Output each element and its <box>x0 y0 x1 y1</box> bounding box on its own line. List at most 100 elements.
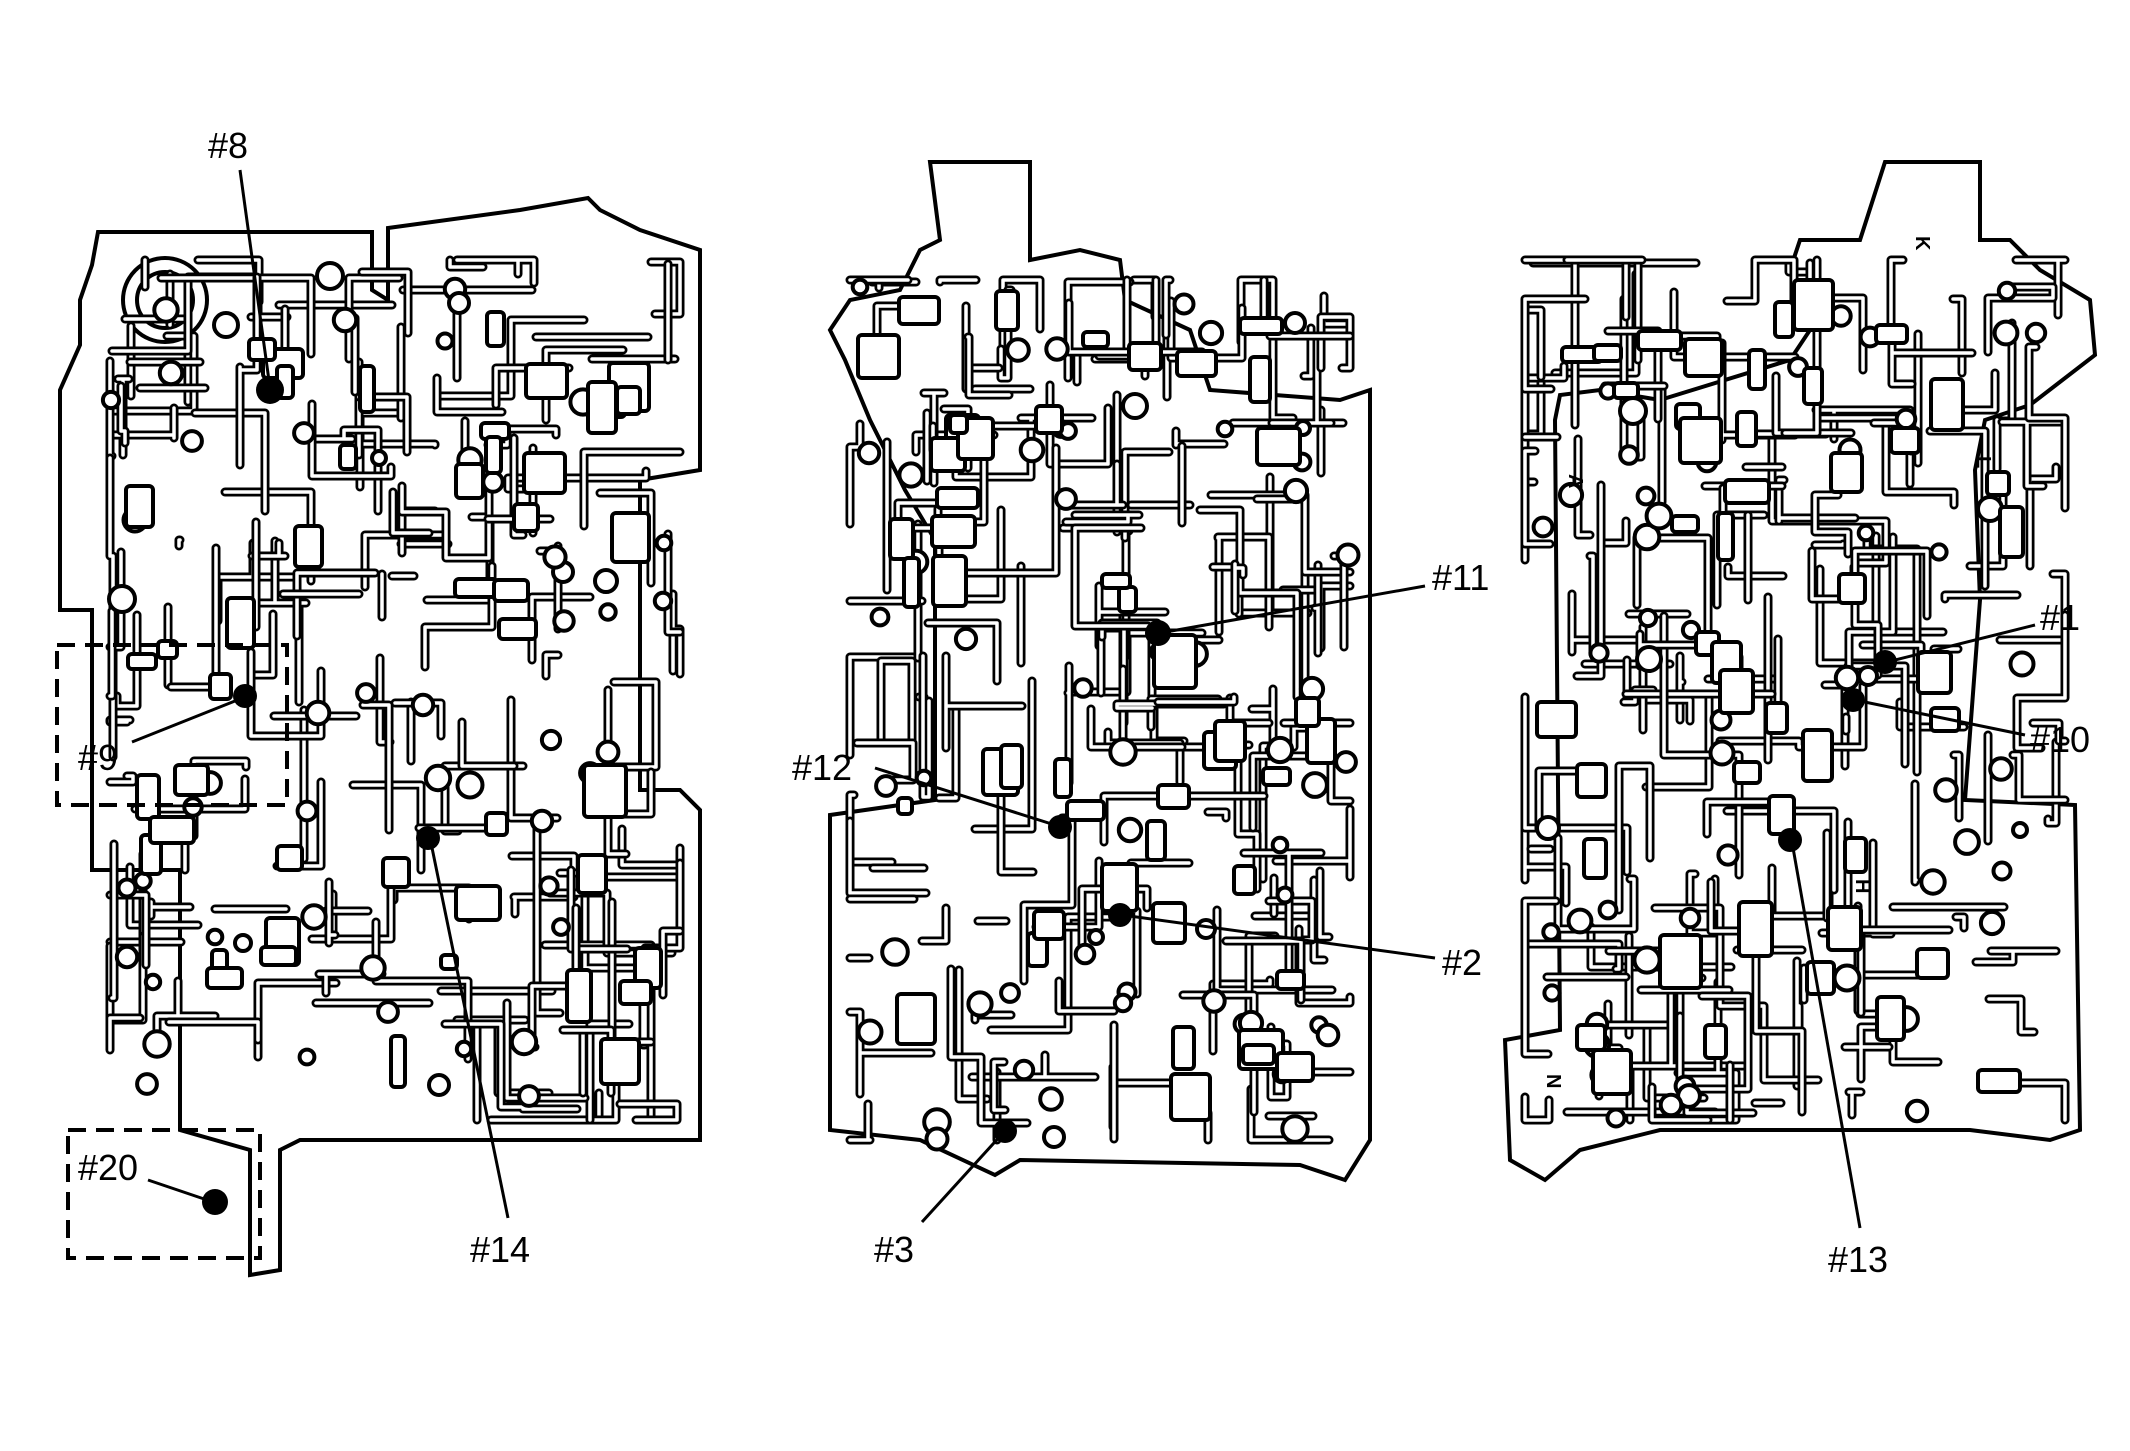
fluid-passage-core <box>423 564 494 669</box>
valve-pocket <box>1874 323 1909 345</box>
fluid-passage-core <box>1067 301 1204 354</box>
bolt-hole <box>1531 515 1555 539</box>
bolt-hole <box>1201 988 1227 1014</box>
callout-dot-10 <box>1841 688 1865 712</box>
fluid-passage-core <box>112 334 196 413</box>
bolt-hole <box>1566 907 1594 935</box>
valve-pocket <box>485 310 506 348</box>
fluid-passage-core <box>1174 429 1226 447</box>
valve-pocket <box>618 979 653 1006</box>
valve-pocket <box>454 462 485 500</box>
bolt-hole <box>551 917 571 937</box>
fluid-passage-core <box>2014 258 2067 317</box>
bolt-hole <box>180 429 204 453</box>
fluid-passage-core <box>1322 294 1352 326</box>
detail-box-20 <box>66 1128 262 1260</box>
fluid-passage-core <box>957 968 989 1101</box>
fluid-passage-core <box>1302 326 1313 378</box>
valve-pocket <box>1764 701 1789 735</box>
valve-pocket <box>994 289 1020 332</box>
fluid-passage-core <box>1588 554 1595 656</box>
fluid-passage-core <box>443 1022 579 1111</box>
valve-pocket <box>1053 757 1073 799</box>
bolt-hole <box>1635 485 1657 507</box>
fluid-passage-core <box>1987 997 2036 1034</box>
valve-pocket <box>1735 410 1758 448</box>
valve-pocket <box>1658 933 1703 990</box>
bolt-hole <box>107 584 137 614</box>
bolt-hole <box>953 626 979 652</box>
valve-pocket <box>1747 348 1767 391</box>
bolt-hole <box>1335 542 1361 568</box>
bolt-hole <box>529 808 555 834</box>
bolt-hole <box>1716 843 1740 867</box>
plate-letter-k: K <box>1911 236 1933 251</box>
fluid-passage-core <box>618 1102 679 1122</box>
valve-pocket <box>935 486 980 510</box>
fluid-passage-core <box>992 1060 1007 1112</box>
valve-pocket <box>1255 426 1302 467</box>
valve-pocket <box>1737 900 1774 958</box>
plate-letter-a: A <box>1564 474 1586 488</box>
valve-pocket <box>1232 864 1257 896</box>
valve-pocket <box>586 380 618 435</box>
valve-pocket <box>1582 837 1608 880</box>
valve-pocket <box>259 945 298 967</box>
valve-pocket <box>856 333 901 380</box>
fluid-passage-core <box>177 538 182 548</box>
valve-pocket <box>454 884 502 922</box>
callout-label-1: #1 <box>2040 597 2080 638</box>
bolt-hole <box>1197 319 1225 347</box>
valve-pocket <box>381 856 411 889</box>
fluid-passage-core <box>926 621 999 683</box>
left-passages <box>100 255 685 1125</box>
bolt-hole <box>1978 909 2006 937</box>
valve-pocket <box>1829 451 1864 494</box>
valve-pocket <box>484 435 503 475</box>
bolt-hole <box>205 927 225 947</box>
fluid-passage-core <box>1635 536 1710 632</box>
valve-pocket <box>1670 514 1700 534</box>
fluid-passage-core <box>1954 915 1966 930</box>
valve-pocket <box>1801 728 1834 783</box>
valve-pocket <box>599 1037 641 1086</box>
fluid-passage-core <box>1527 942 1621 971</box>
callout-label-8: #8 <box>208 125 248 166</box>
bolt-hole <box>1605 1107 1627 1129</box>
bolt-hole <box>295 799 319 823</box>
valve-pocket <box>512 502 540 533</box>
valve-pocket <box>1998 505 2025 559</box>
fluid-passage-core <box>1523 308 1543 379</box>
fluid-passage-core <box>944 654 1024 750</box>
valve-pocket <box>1275 1051 1315 1083</box>
valve-pocket <box>484 811 509 837</box>
fluid-passage-core <box>1709 880 1741 933</box>
bolt-hole <box>856 1018 884 1046</box>
callout-leader-11 <box>1159 584 1426 635</box>
valve-body-left <box>58 195 702 1278</box>
bolt-hole <box>856 440 882 466</box>
bolt-hole <box>2024 321 2048 345</box>
bolt-hole <box>1265 735 1295 765</box>
callout-label-13: #13 <box>1828 1239 1888 1280</box>
fluid-passage-core <box>119 384 127 445</box>
plate-letter-n: N <box>1542 1074 1564 1088</box>
fluid-passage-core <box>588 1022 631 1122</box>
bolt-hole <box>435 331 455 351</box>
bolt-hole <box>1112 992 1134 1014</box>
callout-leader-8 <box>238 169 272 389</box>
fluid-passage-core <box>2031 721 2067 743</box>
callout-leader-2 <box>1121 913 1436 960</box>
bolt-hole <box>1988 756 2014 782</box>
bolt-hole <box>1315 1022 1341 1048</box>
plate-letter-l: L <box>1972 456 1994 468</box>
fluid-passage-core <box>1537 769 1584 831</box>
callouts: #8 #9 #20 #14 #11 #12 #2 #3 #1 <box>78 125 2090 1280</box>
bolt-hole <box>454 1039 474 1059</box>
valve-pocket <box>582 763 628 819</box>
valve-pocket <box>135 773 161 821</box>
fluid-passage-core <box>666 532 682 634</box>
callout-label-11: #11 <box>1432 557 1489 598</box>
fluid-passage-core <box>1255 497 1352 574</box>
fluid-passage-core <box>1253 878 1326 962</box>
